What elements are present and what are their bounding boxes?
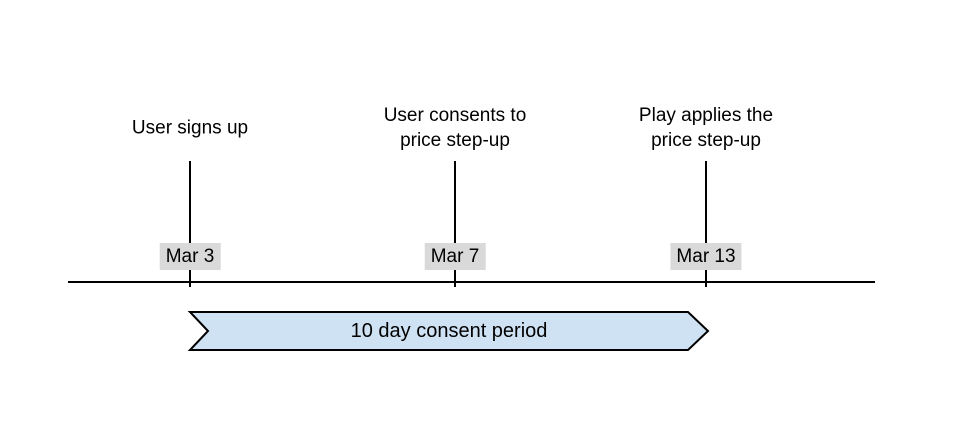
event-label: User consents to price step-up — [383, 105, 527, 151]
event-date-badge: Mar 3 — [159, 243, 221, 270]
event-tick — [454, 161, 456, 287]
event-date-badge: Mar 7 — [424, 243, 486, 270]
event-date-badge: Mar 13 — [670, 243, 742, 270]
event-label: User signs up — [131, 117, 249, 139]
event-tick — [705, 161, 707, 287]
banner-label: 10 day consent period — [350, 320, 548, 342]
timeline-axis — [68, 281, 875, 283]
event-label: Play applies the price step-up — [638, 105, 774, 151]
event-tick — [189, 161, 191, 287]
